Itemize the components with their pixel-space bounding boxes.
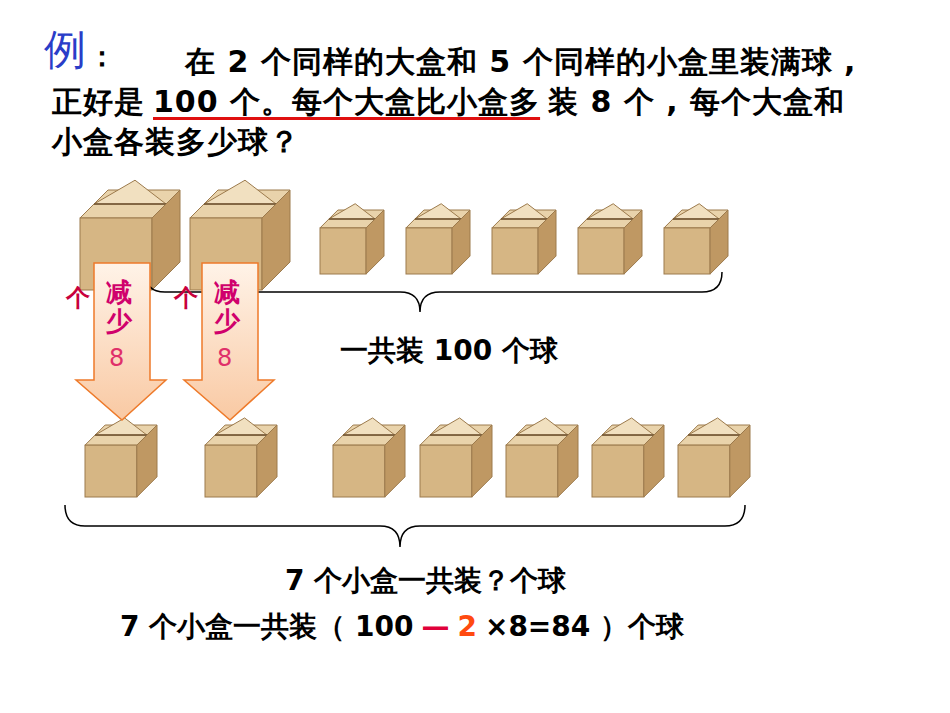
cardboard-box [678, 418, 750, 497]
arrow-label: 8 [109, 344, 124, 372]
text-line: 一共装 100 个球 [340, 332, 558, 370]
label: 100 个。每个大盒比小盒多 [153, 84, 540, 119]
label: 7 个小盒一共装（ 100 [120, 610, 413, 643]
cardboard-box [205, 418, 277, 497]
problem-text: 在 2 个同样的大盒和 5 个同样的小盒里装满球 , 正好是100 个。每个大盒… [52, 42, 872, 162]
text-line: 7 个小盒一共装？个球 [285, 562, 566, 600]
cardboard-box [492, 204, 556, 274]
down-arrow: 个减少 8 [170, 262, 280, 420]
cardboard-box [406, 204, 470, 274]
cardboard-box [320, 204, 384, 274]
cardboard-box [333, 418, 405, 497]
arrow-label: 8 [217, 344, 232, 372]
cardboard-box [506, 418, 578, 497]
label: 2 [457, 610, 476, 643]
label: — [421, 610, 449, 643]
label: 7 个小盒一共装？个球 [285, 564, 566, 597]
cardboard-box [664, 204, 728, 274]
cardboard-box [85, 418, 157, 497]
down-arrow: 个减少 8 [62, 262, 172, 420]
arrow-label: 减少 [214, 278, 240, 335]
example-mark: 例 [44, 25, 86, 74]
label: 一共装 100 个球 [340, 334, 558, 367]
text-line: 例 [44, 22, 86, 78]
arrow-label: 减少 [106, 278, 132, 335]
label: ×8=84 ）个球 [485, 610, 684, 643]
text-line: ： [88, 38, 116, 76]
text-line: 7 个小盒一共装（ 100—2 ×8=84 ）个球 [120, 608, 684, 646]
arrow-label: 个 [174, 282, 198, 314]
cardboard-box [592, 418, 664, 497]
brace [65, 505, 745, 547]
cardboard-box [578, 204, 642, 274]
cardboard-box [420, 418, 492, 497]
label: ： [88, 40, 116, 73]
arrow-label: 个 [66, 282, 90, 314]
